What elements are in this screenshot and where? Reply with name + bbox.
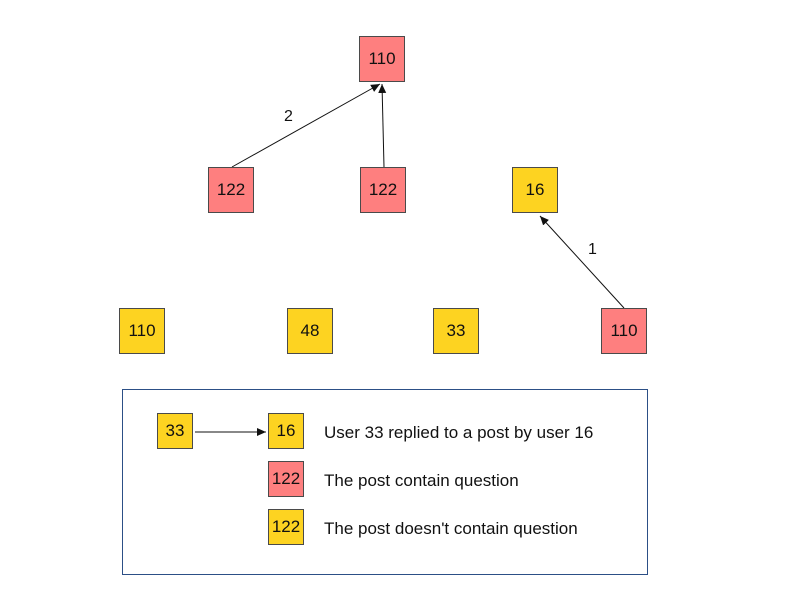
legend-box bbox=[122, 389, 648, 575]
node-label: 122 bbox=[216, 180, 246, 199]
node-bottom-4: 110 bbox=[601, 308, 647, 354]
node-mid-right: 16 bbox=[512, 167, 558, 213]
node-label: 110 bbox=[610, 321, 638, 340]
node-label: 16 bbox=[525, 180, 545, 199]
node-bottom-3: 33 bbox=[433, 308, 479, 354]
node-label: 110 bbox=[128, 321, 156, 340]
node-label: 33 bbox=[446, 321, 466, 340]
legend-question-text: The post contain question bbox=[324, 471, 519, 490]
node-bottom-2: 48 bbox=[287, 308, 333, 354]
node-label: 122 bbox=[271, 517, 301, 536]
legend-no-question-text: The post doesn't contain question bbox=[324, 519, 578, 538]
edge-label-2: 2 bbox=[284, 108, 293, 125]
node-mid-center: 122 bbox=[360, 167, 406, 213]
edge-label-1: 1 bbox=[588, 241, 597, 258]
legend-question-node: 122 bbox=[268, 461, 304, 497]
legend-reply-text: User 33 replied to a post by user 16 bbox=[324, 423, 594, 442]
node-label: 110 bbox=[368, 49, 396, 68]
node-mid-left: 122 bbox=[208, 167, 254, 213]
legend-reply-from-node: 33 bbox=[157, 413, 193, 449]
node-label: 16 bbox=[276, 421, 296, 440]
edge-110-to-16 bbox=[539, 215, 625, 309]
node-bottom-1: 110 bbox=[119, 308, 165, 354]
edge-122-left-to-110 bbox=[231, 83, 381, 168]
node-top: 110 bbox=[359, 36, 405, 82]
edge-122-center-to-110 bbox=[378, 83, 387, 168]
legend-reply-to-node: 16 bbox=[268, 413, 304, 449]
node-label: 33 bbox=[165, 421, 185, 440]
node-label: 122 bbox=[368, 180, 398, 199]
node-label: 48 bbox=[300, 321, 320, 340]
legend-no-question-node: 122 bbox=[268, 509, 304, 545]
node-label: 122 bbox=[271, 469, 301, 488]
